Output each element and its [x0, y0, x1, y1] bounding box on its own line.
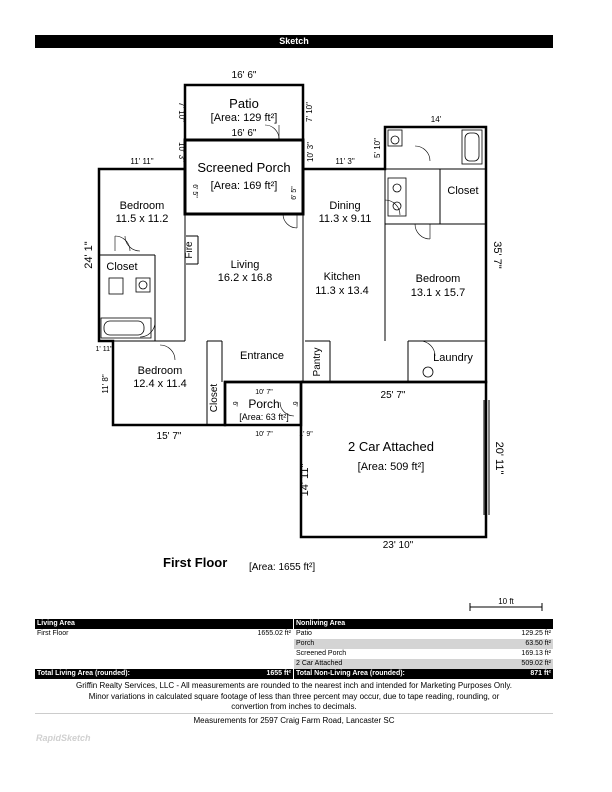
closet2-label: Closet — [447, 185, 478, 197]
porch-outline — [223, 380, 303, 427]
dining-label: Dining — [329, 200, 360, 212]
disclaimer: Griffin Realty Services, LLC - All measu… — [76, 681, 512, 711]
bath-tub-right — [461, 129, 483, 165]
kitchen-label: Kitchen — [324, 271, 361, 283]
dim-garage-bottom: 23' 10" — [383, 540, 414, 551]
dim-patio-left: 7' 10" — [177, 102, 186, 122]
total-living-row: Total Living Area (rounded): 1655 ft² — [35, 669, 293, 679]
dim-sp-left: 10' 3" — [177, 142, 186, 162]
floor-plan: Patio [Area: 129 ft²] Screened Porch [Ar… — [83, 70, 543, 611]
porch-area: [Area: 63 ft²] — [239, 412, 289, 422]
laundry-label: Laundry — [433, 352, 473, 364]
address-line: Measurements for 2597 Craig Farm Road, L… — [35, 713, 553, 725]
dim-patio-top: 16' 6" — [232, 70, 257, 81]
dim-left-side: 24' 1" — [83, 241, 95, 269]
kitchen-size: 11.3 x 13.4 — [315, 285, 369, 297]
screened-porch-label: Screened Porch — [197, 160, 290, 175]
living-size: 16.2 x 16.8 — [218, 272, 272, 284]
porch-label: Porch — [248, 397, 279, 411]
table-row: First Floor 1655.02 ft² — [37, 630, 291, 637]
scale-label: 10 ft — [498, 597, 514, 606]
living-area-column: Living Area First Floor 1655.02 ft² — [35, 619, 293, 639]
dim-patio-right: 7' 10" — [305, 102, 314, 122]
bedroom2-label: Bedroom — [416, 273, 461, 285]
living-label: Living — [231, 259, 260, 271]
bathtub — [100, 317, 152, 339]
dim-sp-right: 10' 3" — [306, 142, 315, 162]
dim-garage-top: 25' 7" — [381, 390, 406, 401]
dining-size: 11.3 x 9.11 — [319, 213, 372, 225]
dim-left-lower: 11' 8" — [101, 374, 110, 394]
nonliving-area-column: Nonliving Area Patio 129.25 ft² Porch 63… — [294, 619, 553, 669]
dim-porch-top: 10' 7" — [255, 389, 273, 396]
dim-sp-inner-right: 6' 5" — [291, 186, 298, 200]
dim-right-side: 35' 7" — [491, 241, 503, 269]
table-row: Porch 63.50 ft² — [294, 639, 553, 649]
dim-top-right: 14' — [431, 115, 442, 124]
dim-porch-right: 6' — [291, 401, 298, 406]
living-area-header: Living Area — [35, 619, 293, 629]
dim-left-small: 1' 11" — [96, 346, 113, 353]
garage-outline — [299, 380, 488, 539]
dim-patio-bottom: 16' 6" — [232, 128, 257, 139]
bedroom2-size: 13.1 x 15.7 — [411, 287, 465, 299]
dim-bath-side: 5' 10" — [373, 138, 382, 158]
screened-porch-outline — [183, 138, 305, 216]
sketch-header: Sketch — [35, 35, 553, 48]
closet1-label: Closet — [106, 261, 137, 273]
dim-garage-right: 20' 11" — [493, 442, 505, 475]
dim-bottom-left: 15' 7" — [157, 431, 182, 442]
dim-garage-small: 1' 9" — [299, 431, 313, 438]
dim-top-mid: 11' 3" — [335, 157, 355, 166]
pantry-label: Pantry — [312, 348, 323, 377]
house-outer-wall-right — [301, 125, 488, 384]
table-row: 2 Car Attached 509.02 ft² — [294, 659, 553, 669]
rapidsketch-logo: RapidSketch — [36, 733, 91, 743]
bedroom3-size: 12.4 x 11.4 — [133, 378, 187, 390]
total-nonliving-row: Total Non-Living Area (rounded): 871 ft² — [294, 669, 553, 679]
dim-porch-left: 6' — [231, 401, 238, 406]
dim-garage-left: 14' 11" — [299, 464, 311, 497]
garage-label: 2 Car Attached — [348, 439, 434, 454]
closet3-label: Closet — [209, 384, 220, 413]
nonliving-area-header: Nonliving Area — [294, 619, 553, 629]
patio-label: Patio — [229, 96, 259, 111]
floor-label: First Floor — [163, 555, 227, 570]
floor-area: [Area: 1655 ft²] — [249, 562, 315, 573]
bedroom3-label: Bedroom — [138, 365, 183, 377]
entrance-label: Entrance — [240, 350, 284, 362]
screened-porch-area: [Area: 169 ft²] — [211, 180, 278, 192]
fire-label: Fire — [184, 241, 195, 259]
patio-area: [Area: 129 ft²] — [211, 112, 278, 124]
table-row: Screened Porch 169.13 ft² — [296, 650, 551, 657]
dim-top-left: 11' 11" — [130, 157, 153, 166]
bedroom1-size: 11.5 x 11.2 — [116, 213, 169, 225]
dim-porch-bottom: 10' 7" — [255, 431, 273, 438]
table-row: Patio 129.25 ft² — [296, 630, 551, 637]
garage-area: [Area: 509 ft²] — [358, 461, 425, 473]
dim-sp-inner-left: 6' 5" — [191, 184, 198, 198]
bedroom1-label: Bedroom — [120, 200, 165, 212]
